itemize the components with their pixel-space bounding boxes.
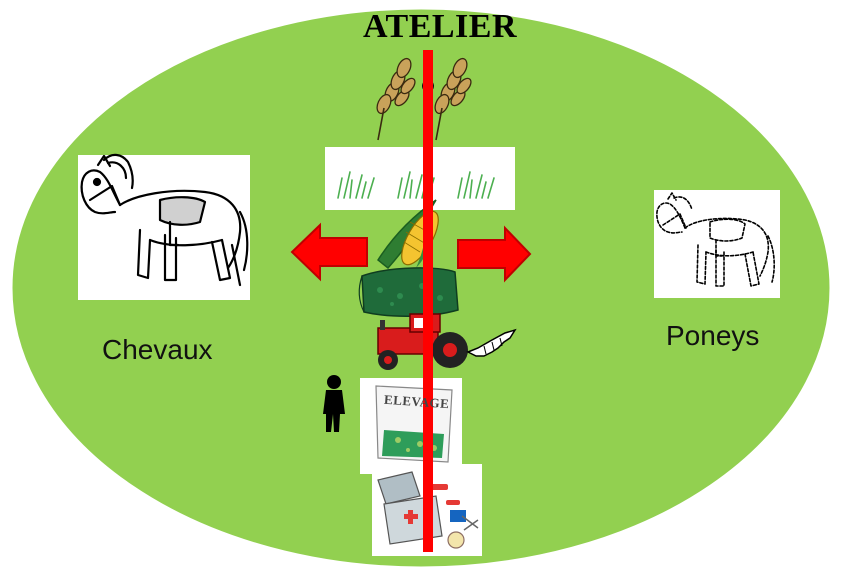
hay-bale-icon: [359, 268, 458, 316]
poneys-label: Poneys: [666, 320, 759, 352]
grass-icon: [325, 147, 515, 210]
chevaux-label: Chevaux: [102, 334, 213, 366]
feed-bag-icon: [360, 378, 462, 474]
diagram-title: ATELIER: [300, 8, 580, 46]
pony-icon: [654, 190, 780, 298]
horse-icon: [78, 155, 250, 300]
